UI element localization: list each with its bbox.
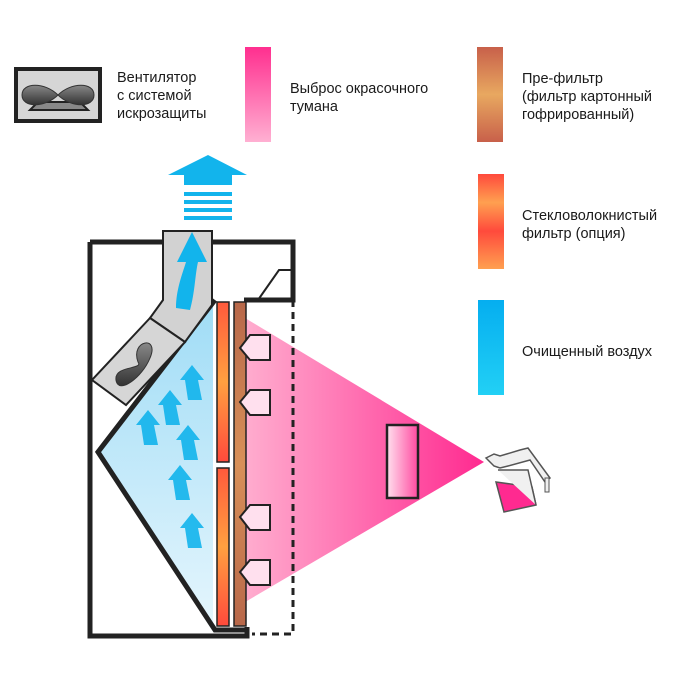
legend-swatch-overspray <box>245 47 271 142</box>
fan-unit <box>90 316 187 407</box>
clean-air-chamber <box>98 300 213 632</box>
legend-label-overspray: Выброс окрасочного тумана <box>290 81 429 115</box>
exhaust-arrow <box>168 155 247 220</box>
legend-label-clean-air: Очищенный воздух <box>522 344 653 360</box>
fiberglass-filter-upper <box>216 301 230 463</box>
spray-gun-icon <box>484 447 552 513</box>
duct-airflow-arrow <box>176 232 207 310</box>
legend-label-fan: Вентилятор с системой искрозащиты <box>117 70 207 122</box>
fiberglass-filter-lower <box>216 467 230 627</box>
legend-swatch-clean-air <box>478 300 504 395</box>
overspray-cone <box>240 315 484 605</box>
legend-fan-icon <box>14 67 102 123</box>
booth-opening-dashed-outline <box>252 300 295 636</box>
clean-air-arrows <box>136 365 204 548</box>
inflow-arrows <box>238 334 271 586</box>
legend-label-prefilter: Пре-фильтр (фильтр картонный гофрированн… <box>522 71 653 123</box>
legend-swatch-prefilter <box>477 47 503 142</box>
prefilter-panel <box>233 301 247 627</box>
workpiece <box>385 423 420 500</box>
legend-label-fiberglass: Стекловолокнистый фильтр (опция) <box>522 208 658 242</box>
legend-swatch-fiberglass <box>478 174 504 269</box>
